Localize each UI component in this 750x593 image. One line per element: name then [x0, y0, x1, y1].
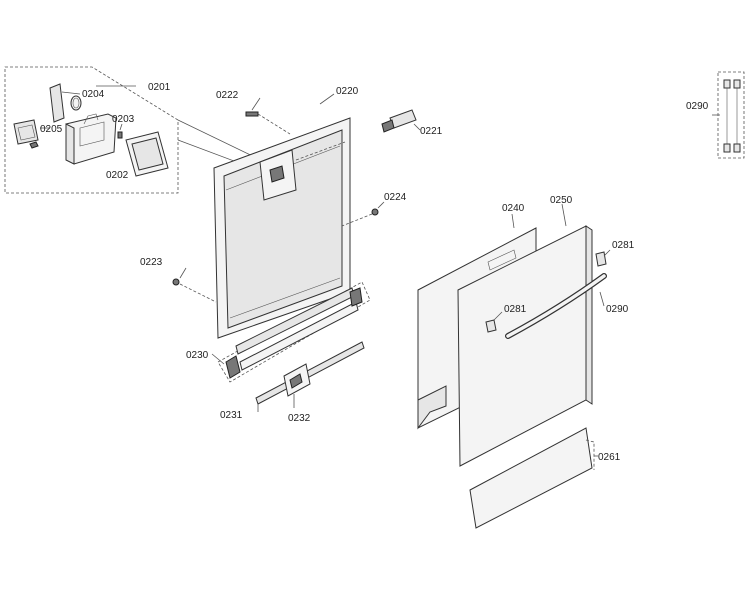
part-0223-screw	[172, 278, 217, 303]
part-0203-screw	[117, 131, 123, 139]
part-0220-inner-door	[213, 117, 351, 339]
part-0201-dispenser	[65, 113, 117, 165]
part-0204-gasket	[49, 83, 82, 123]
label-0232: 0232	[288, 413, 311, 424]
part-0205-cover	[13, 119, 39, 149]
label-0290-cable: 0290	[686, 101, 709, 112]
label-0230: 0230	[186, 350, 209, 361]
part-0221-latch	[381, 109, 421, 133]
label-0220: 0220	[336, 86, 359, 97]
part-0202-frame	[125, 131, 169, 177]
label-0204: 0204	[82, 89, 105, 100]
label-0203: 0203	[112, 114, 135, 125]
label-0224: 0224	[384, 192, 407, 203]
part-0231-rod	[255, 341, 365, 412]
label-0202: 0202	[106, 170, 129, 181]
part-0224-screw	[341, 208, 379, 227]
label-0223: 0223	[140, 257, 163, 268]
label-0290-handle: 0290	[606, 304, 629, 315]
label-0205: 0205	[40, 124, 63, 135]
part-0232-bracket	[283, 363, 311, 408]
part-0261-toe-panel	[469, 427, 598, 529]
part-0222-screw	[245, 111, 291, 135]
part-0281-end-cap-bottom	[485, 311, 503, 333]
part-0281-end-cap-top	[595, 249, 611, 267]
label-0281-bottom: 0281	[504, 304, 527, 315]
label-0221: 0221	[420, 126, 443, 137]
part-0250-outer-panel	[457, 203, 593, 467]
label-0281-top: 0281	[612, 240, 635, 251]
label-0261: 0261	[598, 452, 621, 463]
part-0290-handle	[505, 273, 607, 339]
part-0230-seal-strip	[211, 281, 371, 383]
part-0290-cable	[712, 71, 745, 159]
dispenser-inset	[4, 66, 266, 194]
inset-dashed-frame	[4, 66, 179, 194]
label-0222: 0222	[216, 90, 239, 101]
label-0250: 0250	[550, 195, 573, 206]
label-0201: 0201	[148, 82, 171, 93]
label-0240: 0240	[502, 203, 525, 214]
label-0231: 0231	[220, 410, 243, 421]
